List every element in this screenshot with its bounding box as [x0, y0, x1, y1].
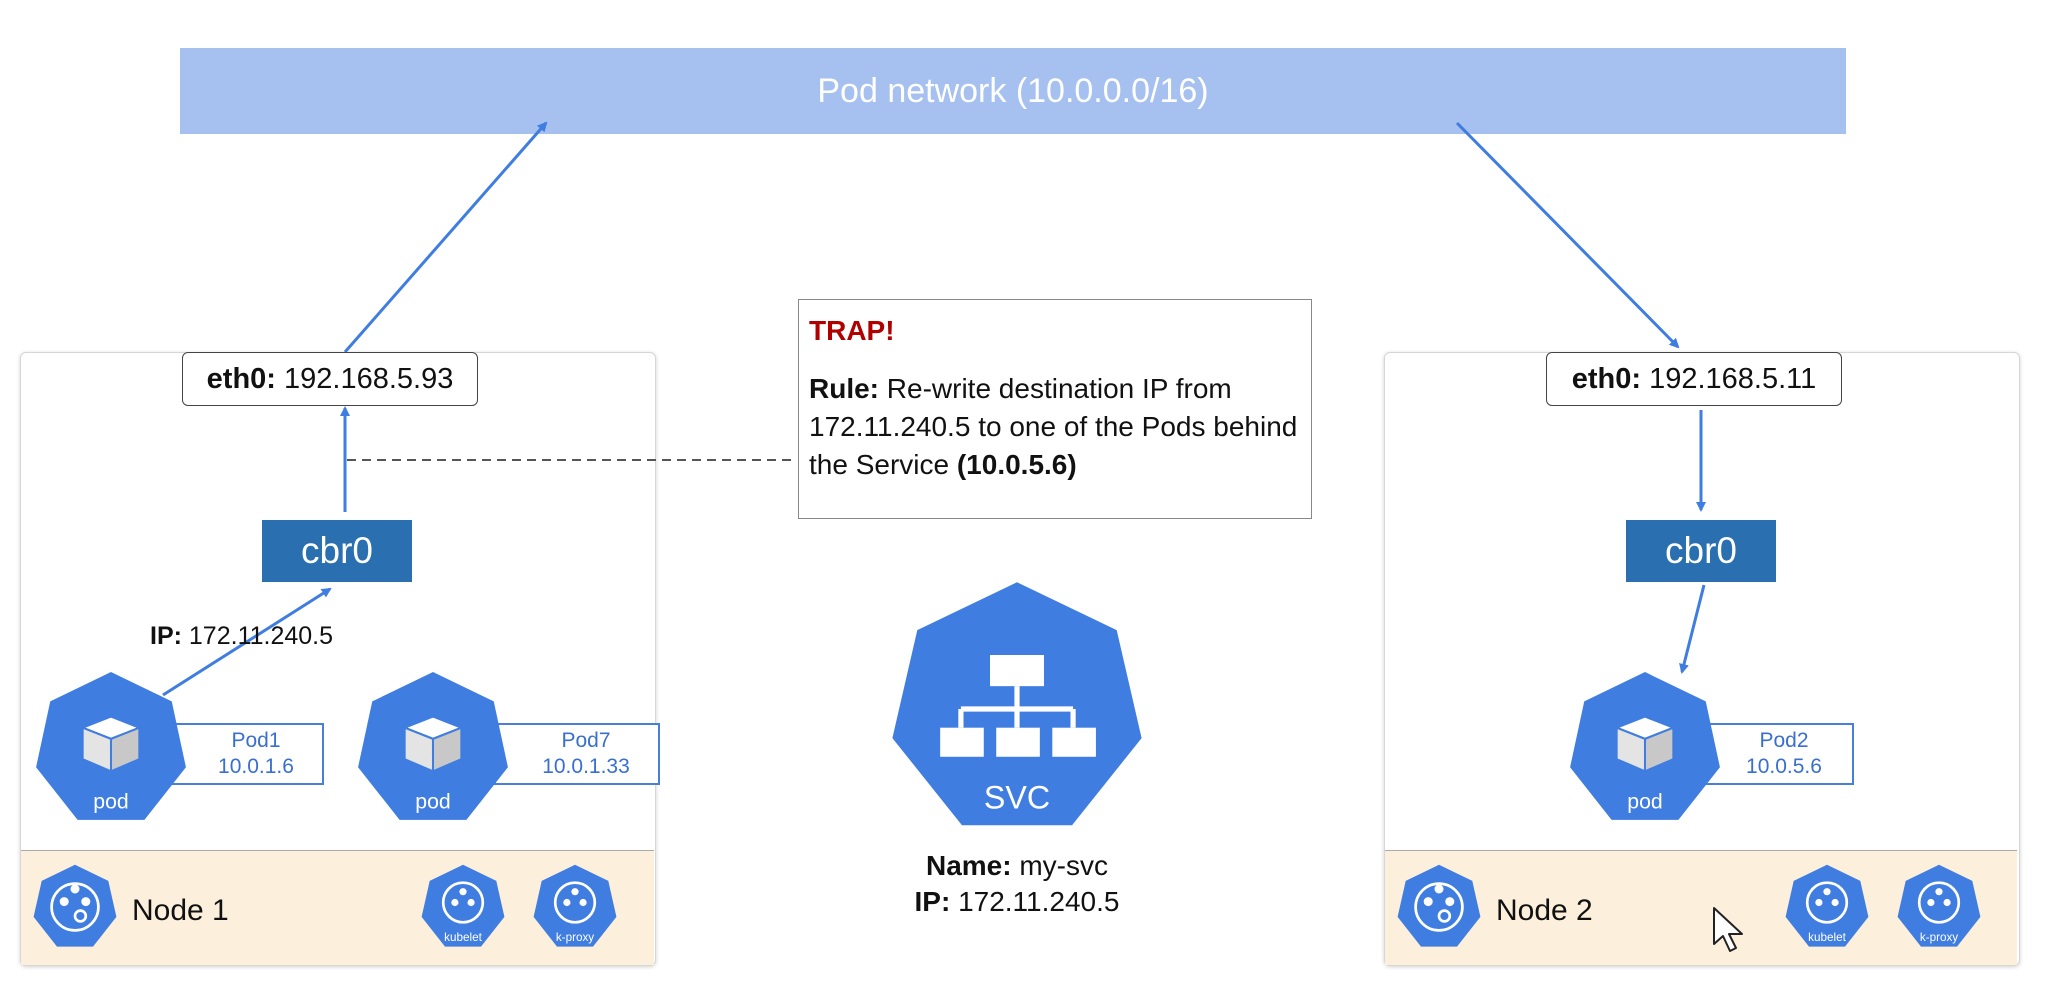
svc-name: my-svc	[1019, 850, 1109, 881]
cbr0-label: cbr0	[1665, 530, 1737, 571]
agent-text: k-proxy	[1920, 931, 1958, 944]
pod-name: Pod1	[231, 729, 281, 752]
arrow-eth0-1-to-network	[343, 121, 548, 353]
node-2-kubelet-icon: kubelet	[1785, 864, 1869, 947]
node-1-icon	[33, 864, 117, 947]
node-2-kproxy-icon: k-proxy	[1897, 864, 1981, 947]
pod1-icon: pod	[36, 672, 186, 820]
ip-value: 172.11.240.5	[188, 622, 334, 650]
svc-info: Name: my-svc IP: 172.11.240.5	[867, 848, 1167, 920]
agent-text: kubelet	[1808, 931, 1846, 944]
pod-network-bar: Pod network (10.0.0.0/16)	[180, 48, 1846, 134]
ip-key: IP:	[914, 886, 951, 917]
mouse-cursor-icon	[1713, 907, 1743, 952]
trap-rule-box: TRAP! Rule: Re-write destination IP from…	[798, 299, 1312, 519]
node-1-eth0-box: eth0: 192.168.5.93	[182, 352, 478, 406]
trap-title: TRAP!	[809, 315, 895, 346]
node-2-eth0-box: eth0: 192.168.5.11	[1546, 352, 1842, 406]
rule-key: Rule:	[809, 373, 879, 404]
arrow-cbr0-2-to-pod2	[1679, 584, 1706, 674]
pod2-icon: pod	[1570, 672, 1720, 820]
arrow-pod1-to-cbr0-1	[162, 587, 332, 697]
eth0-ip: 192.168.5.11	[1649, 362, 1817, 395]
node-2-name: Node 2	[1496, 894, 1593, 927]
pod-icon-text: pod	[415, 790, 450, 814]
node-1-name: Node 1	[132, 894, 229, 927]
pod2-label-box: Pod2 10.0.5.6	[1696, 723, 1854, 785]
svc-ip-line: IP: 172.11.240.5	[867, 884, 1167, 920]
pod-ip: 10.0.1.33	[542, 755, 630, 778]
svc-icon-text: SVC	[984, 780, 1050, 816]
svc-ip: 172.11.240.5	[958, 886, 1120, 917]
trap-rule: Rule: Re-write destination IP from 172.1…	[809, 370, 1301, 484]
node-1-kubelet-icon: kubelet	[421, 864, 505, 947]
ip-key: IP:	[150, 622, 182, 650]
node-1-kproxy-icon: k-proxy	[533, 864, 617, 947]
pod7-icon: pod	[358, 672, 508, 820]
agent-text: kubelet	[444, 931, 482, 944]
node-1-cbr0: cbr0	[262, 520, 412, 582]
eth0-ip: 192.168.5.93	[284, 362, 454, 395]
pod1-label-box: Pod1 10.0.1.6	[170, 723, 324, 785]
pod7-label-box: Pod7 10.0.1.33	[494, 723, 660, 785]
name-key: Name:	[925, 850, 1012, 881]
pod1-source-ip: IP: 172.11.240.5	[150, 622, 333, 651]
pod-icon-text: pod	[1627, 790, 1662, 814]
rule-text: Re-write destination IP from 172.11.240.…	[809, 373, 1298, 480]
pod-network-label: Pod network (10.0.0.0/16)	[817, 71, 1209, 110]
rule-target: (10.0.5.6)	[956, 449, 1077, 480]
arrow-network-to-eth0-2	[1455, 121, 1680, 349]
pod-icon-text: pod	[93, 790, 128, 814]
pod-ip: 10.0.5.6	[1746, 755, 1822, 778]
pod-ip: 10.0.1.6	[218, 755, 294, 778]
node-2-cbr0: cbr0	[1626, 520, 1776, 582]
svc-name-line: Name: my-svc	[867, 848, 1167, 884]
pod-name: Pod7	[561, 729, 611, 752]
cbr0-label: cbr0	[301, 530, 373, 571]
svc-icon: SVC	[892, 582, 1142, 826]
agent-text: k-proxy	[556, 931, 594, 944]
node-2-icon	[1397, 864, 1481, 947]
eth0-key: eth0:	[206, 362, 276, 395]
pod-name: Pod2	[1759, 729, 1809, 752]
eth0-key: eth0:	[1571, 362, 1642, 395]
